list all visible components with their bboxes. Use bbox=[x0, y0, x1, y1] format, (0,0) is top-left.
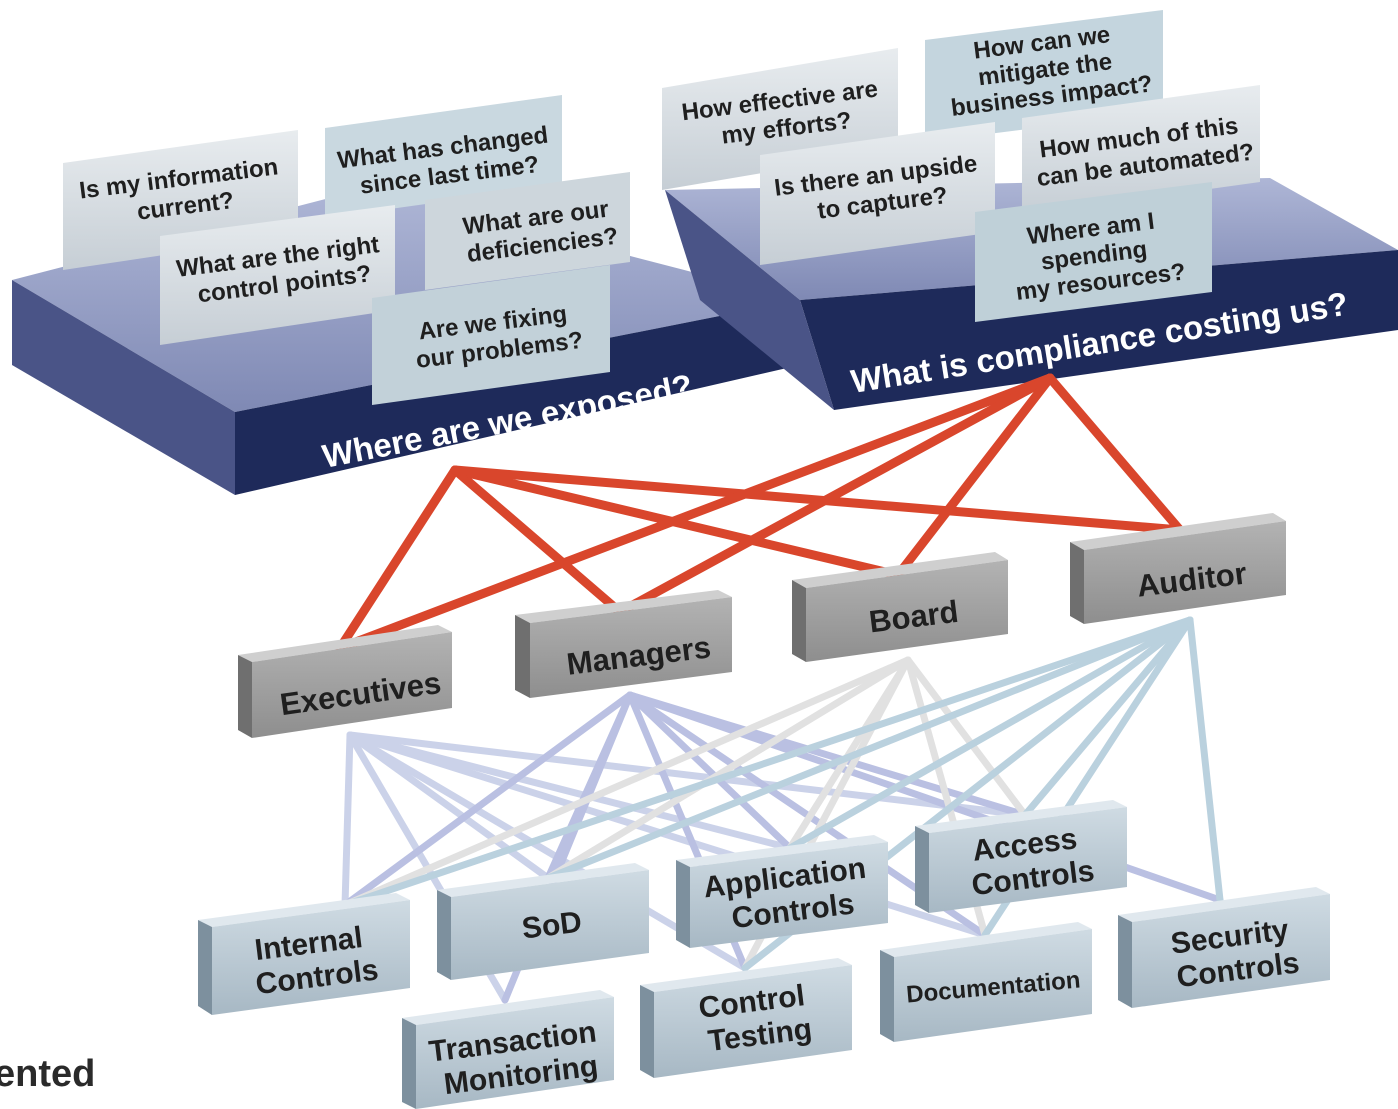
question-card-deficiencies: What are our deficiencies? bbox=[425, 172, 630, 290]
link-executives-application-controls bbox=[346, 731, 794, 852]
control-sod: SoD bbox=[437, 863, 649, 980]
link-auditor-internal-controls bbox=[341, 616, 1194, 909]
clipped-caption-text: ented bbox=[0, 1053, 96, 1095]
question-card-upside: Is there an upside to capture? bbox=[760, 122, 995, 265]
question-card-automated: How much of this can be automated? bbox=[1022, 85, 1260, 215]
link-executives-access-controls bbox=[346, 731, 1029, 819]
link-auditor-application-controls bbox=[786, 616, 1194, 852]
stakeholder-executives: Executives bbox=[238, 625, 452, 738]
control-internal-controls: Internal Controls bbox=[198, 893, 410, 1015]
question-card-control-points: What are the right control points? bbox=[160, 205, 395, 345]
link-board-access-controls bbox=[904, 656, 1029, 819]
control-application-controls: Application Controls bbox=[676, 835, 888, 948]
question-card-resources: Where am I spending my resources? bbox=[975, 182, 1212, 322]
link-managers-internal-controls bbox=[341, 691, 634, 909]
svg-text:Security Controls: Security Controls bbox=[1169, 912, 1303, 994]
platform-stakeholder-links bbox=[335, 373, 1185, 653]
svg-text:Application Controls: Application Controls bbox=[702, 851, 881, 938]
link-auditor-access-controls bbox=[1021, 616, 1194, 819]
svg-text:SoD: SoD bbox=[520, 906, 584, 946]
question-card-what-changed: What has changed since last time? bbox=[325, 95, 562, 218]
link-managers-application-controls bbox=[626, 691, 794, 852]
link-executives-sod bbox=[346, 731, 552, 882]
control-transaction-monitoring: Transaction Monitoring bbox=[402, 990, 614, 1109]
svg-text:Where am I spending: Where am I spending my resources? bbox=[1008, 205, 1187, 306]
stakeholder-managers: Managers bbox=[515, 590, 732, 698]
stakeholder-board: Board bbox=[792, 552, 1008, 662]
link-board-internal-controls bbox=[341, 656, 912, 909]
link-executives-internal-controls bbox=[341, 731, 354, 909]
stakeholder-auditor: Auditor bbox=[1070, 513, 1286, 624]
link-auditor-sod bbox=[544, 616, 1194, 882]
control-control-testing: Control Testing bbox=[640, 958, 852, 1078]
control-documentation: Documentation bbox=[880, 922, 1092, 1042]
svg-text:Control Testing: Control Testing bbox=[697, 978, 819, 1059]
control-security-controls: Security Controls bbox=[1118, 887, 1330, 1008]
link-auditor-security-controls bbox=[1186, 616, 1224, 904]
control-access-controls: Access Controls bbox=[915, 800, 1127, 913]
question-card-fixing-problems: Are we fixing our problems? bbox=[372, 265, 610, 405]
link-board-sod bbox=[544, 656, 912, 882]
